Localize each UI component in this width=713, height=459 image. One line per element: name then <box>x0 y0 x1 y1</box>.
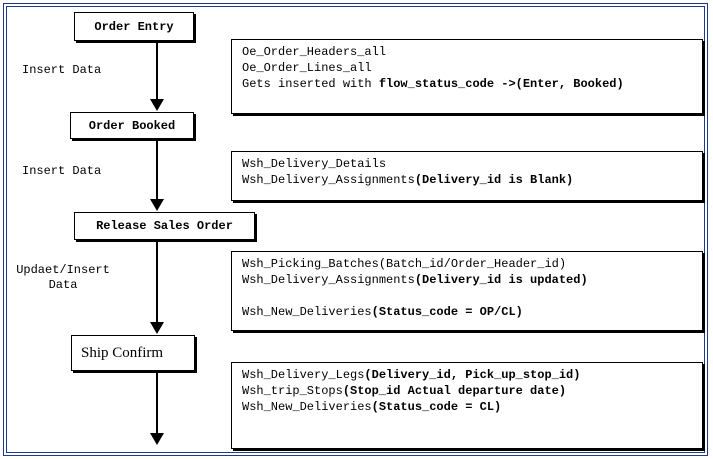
note-line: Wsh_Delivery_Assignments(Delivery_id is … <box>242 172 702 188</box>
note-text: Wsh_New_Deliveries <box>242 305 372 319</box>
transition-label-line: Data <box>48 278 78 292</box>
transition-label: Insert Data <box>22 164 102 178</box>
transition-label: Updaet/Insert Data <box>8 263 118 293</box>
note-line: Wsh_trip_Stops(Stop_id Actual departure … <box>242 383 702 399</box>
note-line: Wsh_Delivery_Details <box>242 157 387 171</box>
note-text: Wsh_Delivery_Assignments <box>242 273 415 287</box>
arrow-head <box>150 99 164 111</box>
arrow-head <box>150 199 164 211</box>
transition-label: Insert Data <box>22 63 102 77</box>
note-text: Gets inserted with <box>242 77 379 91</box>
step-ship-confirm: Ship Confirm <box>71 335 195 371</box>
note-text: Wsh_Delivery_Assignments <box>242 173 415 187</box>
arrow-head <box>150 433 164 445</box>
connector-line <box>156 139 158 201</box>
note-line: Wsh_Delivery_Legs(Delivery_id, Pick_up_s… <box>242 367 702 383</box>
note-text-bold: (Delivery_id, Pick_up_stop_id) <box>364 368 581 382</box>
step-order-entry: Order Entry <box>74 12 194 41</box>
note-line: Wsh_Delivery_Assignments(Delivery_id is … <box>242 272 702 288</box>
note-line: Gets inserted with flow_status_code ->(E… <box>242 76 702 92</box>
note-text: Wsh_Delivery_Legs <box>242 368 365 382</box>
transition-label-line: Updaet/Insert <box>16 263 110 277</box>
note-text-bold: (Status_code = OP/CL) <box>371 305 523 319</box>
connector-line <box>156 371 158 433</box>
note-line: Wsh_New_Deliveries(Status_code = CL) <box>242 399 702 415</box>
inner-frame <box>6 6 705 453</box>
note-text: Wsh_trip_Stops <box>242 384 343 398</box>
note-ship: Wsh_Delivery_Legs(Delivery_id, Pick_up_s… <box>231 362 703 449</box>
arrow-head <box>150 322 164 334</box>
connector-line <box>156 240 158 322</box>
note-line: Oe_Order_Lines_all <box>242 61 372 75</box>
note-text-bold: flow_status_code ->(Enter, Booked) <box>378 77 624 91</box>
note-order-entry: Oe_Order_Headers_all Oe_Order_Lines_all … <box>231 39 703 114</box>
note-line: Wsh_Picking_Batches(Batch_id/Order_Heade… <box>242 257 567 271</box>
outer-frame <box>3 3 708 456</box>
note-text-bold: (Delivery_id is updated) <box>414 273 588 287</box>
step-release-sales-order: Release Sales Order <box>74 212 255 240</box>
note-text: Wsh_New_Deliveries <box>242 400 372 414</box>
note-line: Oe_Order_Headers_all <box>242 45 387 59</box>
note-line: Wsh_New_Deliveries(Status_code = OP/CL) <box>242 304 702 320</box>
note-order-booked: Wsh_Delivery_Details Wsh_Delivery_Assign… <box>231 151 703 201</box>
step-order-booked: Order Booked <box>70 112 194 139</box>
note-text-bold: (Delivery_id is Blank) <box>414 173 574 187</box>
note-text-bold: (Stop_id Actual departure date) <box>342 384 567 398</box>
note-release: Wsh_Picking_Batches(Batch_id/Order_Heade… <box>231 251 703 331</box>
note-text-bold: (Status_code = CL) <box>371 400 502 414</box>
connector-line <box>156 41 158 99</box>
